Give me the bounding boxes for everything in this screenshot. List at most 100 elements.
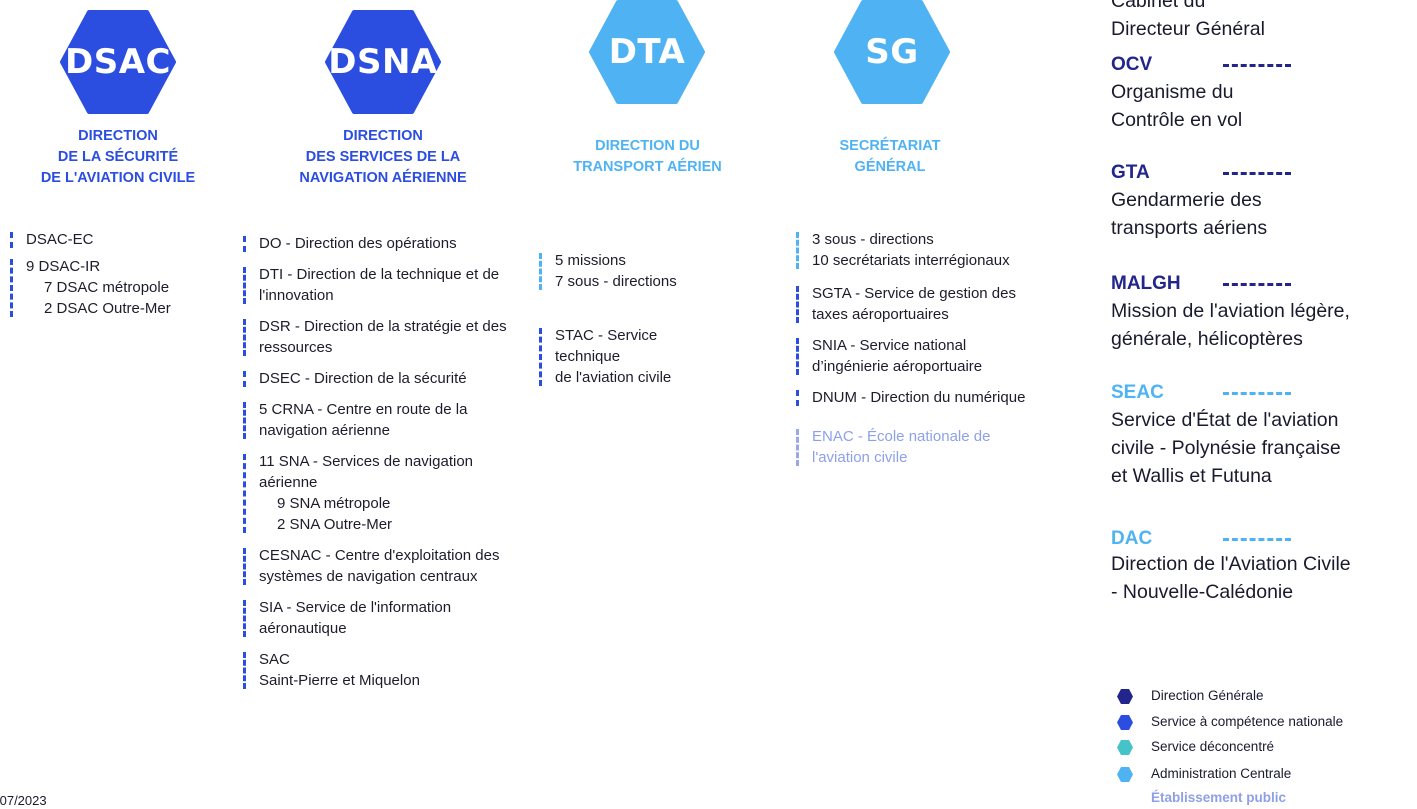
dashed-bar	[243, 267, 246, 304]
dashed-bar	[243, 548, 246, 585]
legend-label: Service à compétence nationale	[1151, 714, 1344, 729]
legend-label: Établissement public	[1151, 790, 1287, 805]
list-item: 5 CRNA - Centre en route de la navigatio…	[243, 399, 528, 441]
entry-malgh: MALGH Mission de l'aviation légère, géné…	[1111, 273, 1350, 353]
list-item: DSR - Direction de la stratégie et des r…	[243, 316, 528, 358]
list-item: DSAC-EC	[10, 229, 230, 250]
dashed-bar	[796, 390, 799, 406]
item-text: 5 missions 7 sous - directions	[555, 252, 677, 290]
entry-gta: GTA Gendarmerie des transports aériens	[1111, 162, 1291, 242]
date-label: /07/2023	[0, 793, 47, 808]
list-item: DSEC - Direction de la sécurité	[243, 368, 528, 389]
item-subtext: 2 SNA Outre-Mer	[277, 516, 393, 533]
dashed-connector	[1223, 538, 1291, 542]
entry-ocv: OCV Organisme du Contrôle en vol	[1111, 54, 1291, 134]
list-item: DNUM - Direction du numérique	[796, 387, 1046, 408]
list-item: DO - Direction des opérations	[243, 233, 528, 254]
dashed-bar	[243, 600, 246, 637]
dsac-title: DIRECTION DE LA SÉCURITÉ DE L'AVIATION C…	[40, 128, 196, 186]
item-text: SGTA - Service de gestion des taxes aéro…	[812, 285, 1016, 323]
dashed-bar	[539, 253, 542, 290]
list-item: 11 SNA - Services de navigation aérienne…	[243, 451, 528, 535]
sg-list: 3 sous - directions 10 secrétariats inte…	[796, 229, 1046, 478]
item-text: 9 DSAC-IR	[26, 258, 101, 275]
item-text: ENAC - École nationale de l'aviation civ…	[812, 428, 991, 466]
dashed-bar	[796, 429, 799, 466]
sg-hexagon: SG	[834, 0, 950, 104]
entry-code: DAC	[1111, 528, 1153, 549]
entry-desc: Direction de l'Aviation Civile - Nouvell…	[1111, 553, 1351, 603]
list-item: DTI - Direction de la technique et de l'…	[243, 264, 528, 306]
entry-desc: Mission de l'aviation légère, générale, …	[1111, 300, 1350, 350]
entry-code: GTA	[1111, 162, 1150, 183]
item-subtext: 9 SNA métropole	[277, 495, 391, 512]
entry-dac: DAC Direction de l'Aviation Civile - Nou…	[1111, 528, 1351, 606]
dashed-bar	[243, 319, 246, 356]
hexagon-icon	[1117, 689, 1133, 704]
hexagon-icon	[1117, 767, 1133, 782]
item-text: STAC - Service technique de l'aviation c…	[555, 327, 672, 386]
item-subtext: 7 DSAC métropole	[44, 279, 170, 296]
dashed-bar	[243, 371, 246, 387]
dta-title: DIRECTION DU TRANSPORT AÉRIEN	[573, 138, 722, 175]
item-text: SAC Saint-Pierre et Miquelon	[259, 651, 420, 689]
entry-desc: Organisme du Contrôle en vol	[1111, 81, 1243, 131]
dashed-bar	[796, 232, 799, 269]
list-item: 9 DSAC-IR 7 DSAC métropole 2 DSAC Outre-…	[10, 256, 230, 319]
sg-title: SECRÉTARIAT GÉNÉRAL	[839, 138, 941, 175]
item-text: SNIA - Service national d’ingénierie aér…	[812, 337, 983, 375]
item-text: SIA - Service de l'information aéronauti…	[259, 599, 452, 637]
dashed-connector	[1223, 283, 1291, 287]
list-item: SNIA - Service national d’ingénierie aér…	[796, 335, 1046, 377]
entry-code: SEAC	[1111, 382, 1164, 403]
dta-hexagon: DTA	[589, 0, 705, 104]
dashed-bar	[539, 328, 542, 386]
list-item: SGTA - Service de gestion des taxes aéro…	[796, 283, 1046, 325]
entry-code: MALGH	[1111, 273, 1181, 294]
dsna-list: DO - Direction des opérations DTI - Dire…	[243, 233, 528, 701]
dashed-bar	[243, 402, 246, 439]
sg-code: SG	[865, 32, 919, 72]
list-item: STAC - Service technique de l'aviation c…	[539, 325, 739, 388]
dashed-bar	[243, 454, 246, 533]
entry-code: OCV	[1111, 54, 1153, 75]
item-text: DSAC-EC	[26, 231, 94, 248]
entry-seac: SEAC Service d'État de l'aviation civile…	[1111, 382, 1341, 490]
list-item: CESNAC - Centre d'exploitation des systè…	[243, 545, 528, 587]
dashed-connector	[1223, 64, 1291, 68]
list-item: 3 sous - directions 10 secrétariats inte…	[796, 229, 1046, 271]
dashed-connector	[1223, 172, 1291, 176]
item-subtext: 2 DSAC Outre-Mer	[44, 300, 171, 317]
item-text: 11 SNA - Services de navigation aérienne	[259, 453, 474, 491]
dsna-code: DSNA	[328, 42, 438, 82]
hexagon-icon	[1117, 740, 1133, 755]
list-item: 5 missions 7 sous - directions	[539, 250, 739, 292]
item-text: DSR - Direction de la stratégie et des r…	[259, 318, 507, 356]
list-item: SIA - Service de l'information aéronauti…	[243, 597, 528, 639]
dta-list: 5 missions 7 sous - directions STAC - Se…	[539, 229, 739, 419]
item-text: CESNAC - Centre d'exploitation des systè…	[259, 547, 500, 585]
legend-label: Service déconcentré	[1151, 739, 1275, 754]
dsac-code: DSAC	[65, 42, 171, 82]
hexagon-icon	[1117, 715, 1133, 730]
entry-desc: Service d'État de l'aviation civile - Po…	[1111, 409, 1341, 487]
dsac-hexagon: DSAC	[60, 10, 176, 114]
dashed-bar	[10, 232, 13, 248]
item-text: DO - Direction des opérations	[259, 235, 457, 252]
entry-desc: Gendarmerie des transports aériens	[1111, 189, 1268, 239]
dsac-list: DSAC-EC 9 DSAC-IR 7 DSAC métropole 2 DSA…	[10, 229, 230, 329]
dsna-title: DIRECTION DES SERVICES DE LA NAVIGATION …	[299, 128, 467, 186]
dsna-hexagon: DSNA	[325, 10, 441, 114]
item-text: 5 CRNA - Centre en route de la navigatio…	[259, 401, 468, 439]
item-text: DSEC - Direction de la sécurité	[259, 370, 467, 387]
dashed-bar	[243, 236, 246, 252]
legend-label: Direction Générale	[1151, 688, 1264, 703]
list-item: ENAC - École nationale de l'aviation civ…	[796, 426, 1046, 468]
dta-code: DTA	[608, 32, 686, 72]
dashed-bar	[796, 286, 799, 323]
dashed-connector	[1223, 392, 1291, 396]
item-text: DNUM - Direction du numérique	[812, 389, 1026, 406]
item-text: DTI - Direction de la technique et de l'…	[259, 266, 500, 304]
legend-label: Administration Centrale	[1151, 766, 1292, 781]
cabinet-label: Cabinet du Directeur Général	[1111, 0, 1265, 40]
